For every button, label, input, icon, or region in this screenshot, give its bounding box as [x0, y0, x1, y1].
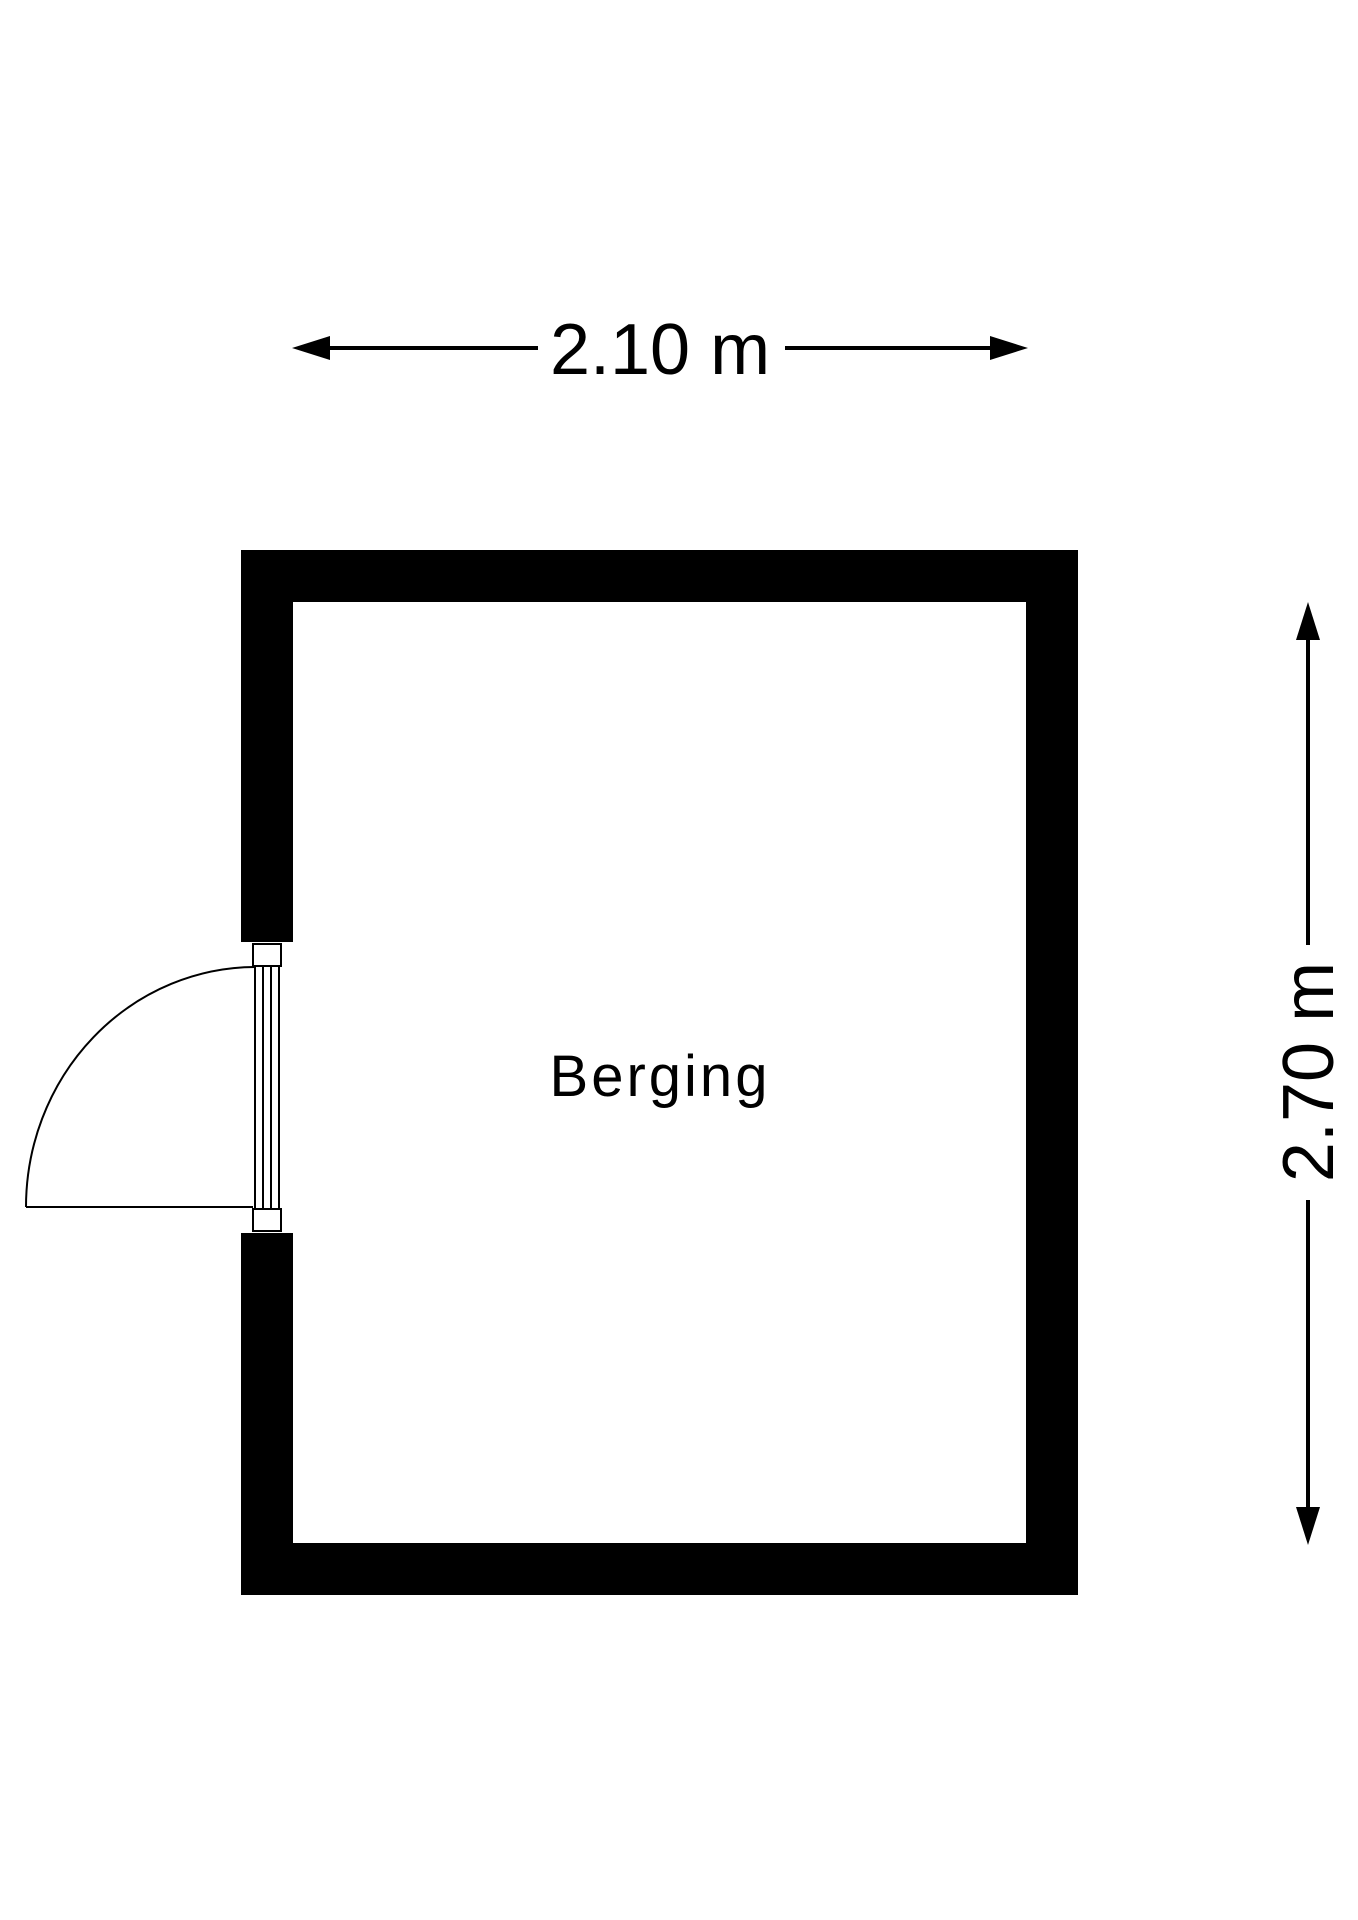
width-dimension: 2.10 m [292, 310, 1028, 390]
arrow-down-icon [1296, 1507, 1320, 1545]
door-frame-top [252, 943, 282, 967]
wall-left-upper [241, 550, 293, 942]
door [25, 943, 282, 1232]
wall-left-lower [241, 1233, 293, 1595]
arrow-left-icon [292, 336, 330, 360]
room-label: Berging [550, 1044, 771, 1109]
wall-right [1026, 550, 1078, 1595]
walls [241, 550, 1078, 1595]
height-dimension-label: 2.70 m [1269, 962, 1349, 1182]
width-dimension-label: 2.10 m [550, 310, 770, 390]
wall-bottom [241, 1543, 1078, 1595]
door-swing-arc [25, 966, 257, 1208]
arrow-up-icon [1296, 602, 1320, 640]
arrow-right-icon [990, 336, 1028, 360]
door-frame-bottom [252, 1208, 282, 1232]
height-dimension: 2.70 m [1269, 602, 1349, 1545]
wall-top [241, 550, 1078, 602]
